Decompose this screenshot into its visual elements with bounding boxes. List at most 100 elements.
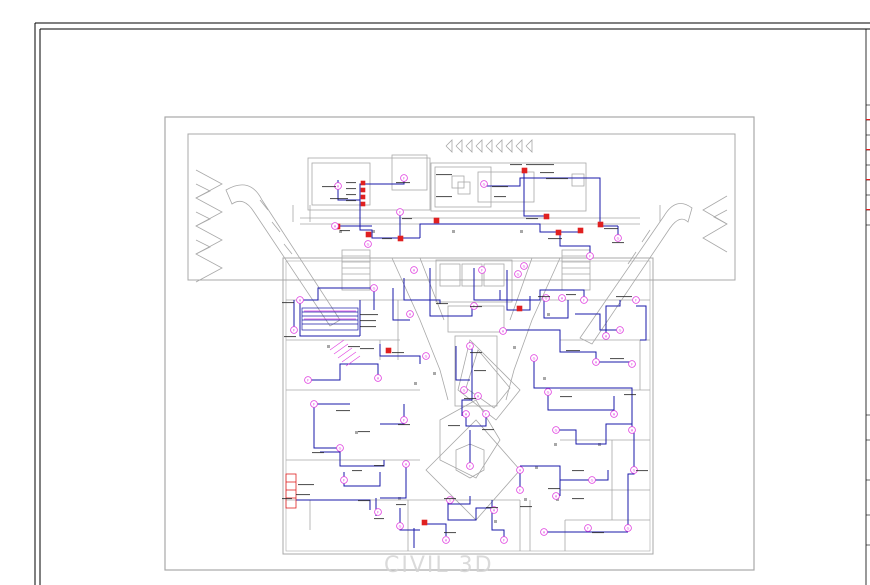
fixture-circle (422, 352, 430, 360)
fixture-circle (516, 486, 524, 494)
annotation-text-mark (360, 314, 378, 316)
title-block-edge (866, 104, 870, 546)
fixture-letter: H (299, 298, 302, 302)
fixture-circle (478, 266, 486, 274)
fixture-letter: H (595, 360, 598, 364)
fixture-letter: H (519, 468, 522, 472)
annotation-text-mark (520, 506, 532, 508)
fixture-circle (374, 508, 382, 516)
fixture-letter: H (555, 494, 558, 498)
annotation-text-mark (374, 518, 384, 520)
fixture-circle (466, 342, 474, 350)
fixture-circle (616, 326, 624, 334)
annotation-text-mark (448, 425, 460, 427)
fixture-circle (610, 410, 618, 418)
fixture-letter: F (313, 402, 315, 406)
fixture-letter: G (547, 390, 550, 394)
fixture-letter: F (343, 478, 345, 482)
title-block-red-marks (866, 119, 870, 211)
fixture-letter: F (307, 378, 309, 382)
annotation-text-mark (572, 498, 584, 500)
fixture-circle (628, 360, 636, 368)
fixture-circle (400, 416, 408, 424)
fixture-circle (396, 522, 404, 530)
fixture-circle (514, 270, 522, 278)
fixture-circle (500, 536, 508, 544)
fixture-letter: G (517, 272, 520, 276)
fixture-letter: H (561, 296, 564, 300)
fixture-circle (290, 326, 298, 334)
fixture-circle (462, 410, 470, 418)
fixture-letter: G (339, 446, 342, 450)
annotation-text-mark (330, 198, 348, 200)
fixture-circle (516, 466, 524, 474)
fixture-letter: H (413, 268, 416, 272)
fixture-circle (482, 410, 490, 418)
fixture-circle (336, 444, 344, 452)
annotation-text-mark (474, 370, 486, 372)
annotation-text-mark (360, 326, 376, 328)
annotation-text-mark (464, 398, 476, 400)
annotation-text-mark (612, 242, 624, 244)
annotation-text-mark (444, 498, 456, 500)
fixture-letter: F (469, 344, 471, 348)
viewport-frame (164, 116, 755, 571)
fixture-letter: G (373, 286, 376, 290)
fixture-circle (499, 327, 507, 335)
fixture-letter: G (449, 498, 452, 502)
fixture-letter: H (631, 428, 634, 432)
fixture-letter: G (463, 388, 466, 392)
fixture-circle (602, 332, 610, 340)
fixture-circle (552, 492, 560, 500)
annotation-text-mark (352, 470, 362, 472)
sheet-frame (34, 22, 870, 585)
annotation-text-mark (526, 218, 538, 220)
circuit-labels (282, 164, 648, 534)
fixture-circle (628, 426, 636, 434)
annotation-text-mark (346, 182, 356, 184)
fixture-circle (540, 528, 548, 536)
fixture-circle (544, 388, 552, 396)
annotation-text-mark (540, 172, 554, 174)
fixture-circle (580, 296, 588, 304)
annotation-text-mark (360, 320, 376, 322)
fixture-circle (370, 284, 378, 292)
annotation-text-mark (436, 174, 452, 176)
fixture-circle (520, 262, 528, 270)
fixture-letter: F (403, 176, 405, 180)
annotation-text-mark (566, 294, 576, 296)
fixture-letter: H (543, 530, 546, 534)
annotation-text-mark (560, 396, 572, 398)
cable-tray-accent (304, 310, 356, 320)
annotation-text-mark (340, 230, 350, 232)
fixture-letter: H (445, 538, 448, 542)
annotation-text-mark (546, 178, 568, 180)
annotation-text-mark (360, 348, 374, 350)
annotation-text-mark (358, 500, 370, 502)
fixture-letter: G (591, 478, 594, 482)
fixture-letter: G (555, 428, 558, 432)
fixture-circle (466, 462, 474, 470)
building-walls (195, 139, 728, 551)
annotation-text-mark (358, 431, 370, 433)
annotation-text-mark (374, 465, 384, 467)
fixture-letter: H (405, 462, 408, 466)
annotation-text-mark (486, 507, 498, 509)
annotation-text-mark (592, 532, 604, 534)
fixture-circle (614, 234, 622, 242)
fixture-circle (442, 536, 450, 544)
fixture-letter: F (481, 268, 483, 272)
annotation-text-mark (392, 352, 404, 354)
fixture-letter: F (631, 362, 633, 366)
fixture-circle (624, 524, 632, 532)
annotation-text-mark (336, 410, 350, 412)
annotation-text-mark (548, 238, 562, 240)
fixture-letter: H (477, 394, 480, 398)
fixture-letter: F (485, 412, 487, 416)
fixture-circle (374, 374, 382, 382)
fixture-letter: H (605, 334, 608, 338)
fixture-circle (402, 460, 410, 468)
fixture-letter: H (493, 508, 496, 512)
fixture-circle (304, 376, 312, 384)
fixture-circle (584, 524, 592, 532)
